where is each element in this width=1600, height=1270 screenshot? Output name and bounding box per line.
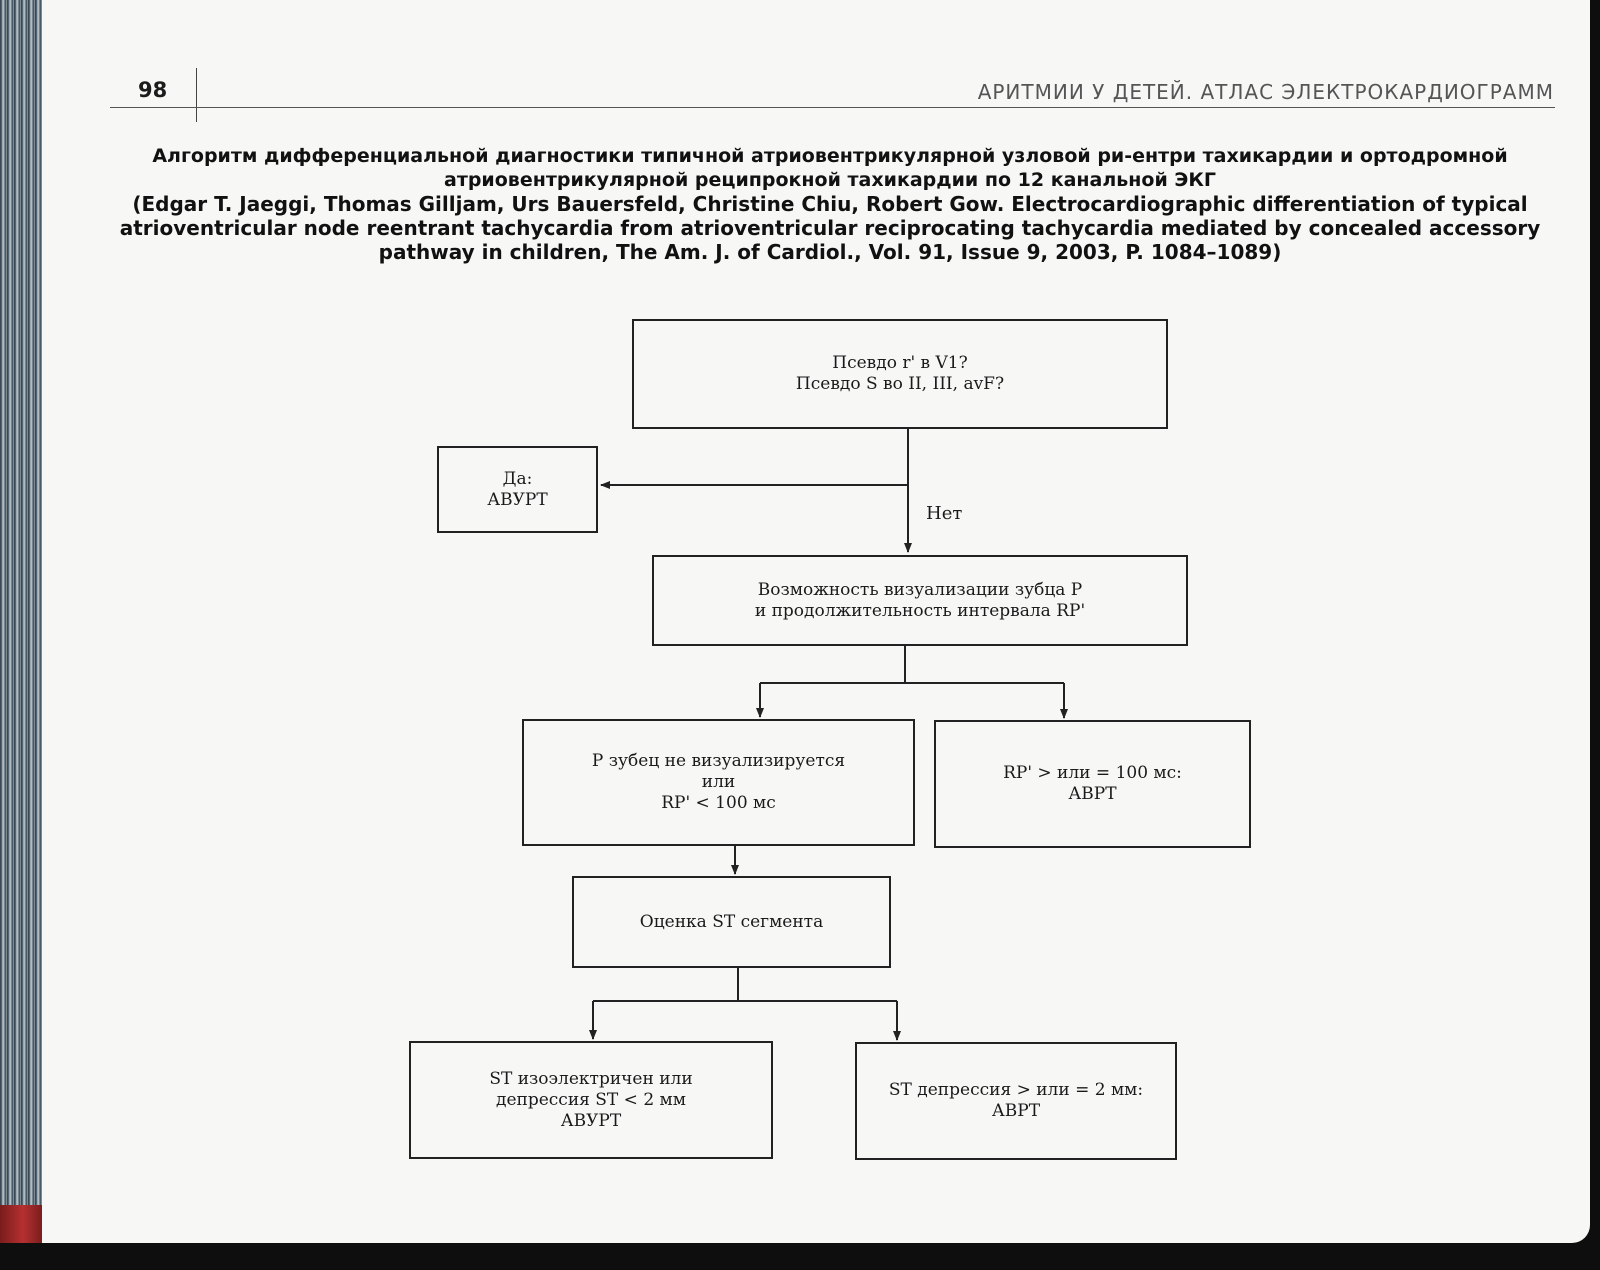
book-edge-red-marker: [0, 1205, 46, 1243]
flow-box-p-not-visible: P зубец не визуализируется или RP' < 100…: [522, 719, 915, 846]
start-question-line-1: Псевдо r' в V1?: [832, 353, 968, 373]
yes-result-line-1: Да:: [502, 468, 533, 489]
rp-long-line-2: АВРТ: [1068, 784, 1117, 804]
flow-box-st-evaluation: Оценка ST сегмента: [572, 876, 891, 968]
p-not-visible-line-2: или: [701, 772, 736, 792]
p-not-visible-line-3: RP' < 100 мс: [661, 793, 776, 813]
figure-caption: Алгоритм дифференциальной диагностики ти…: [100, 144, 1560, 264]
caption-title-line-2: атриовентрикулярной реципрокной тахикард…: [444, 169, 1216, 191]
running-title: АРИТМИИ У ДЕТЕЙ. АТЛАС ЭЛЕКТРОКАРДИОГРАМ…: [977, 80, 1554, 104]
st-iso-line-3: АВУРТ: [560, 1110, 622, 1131]
flow-box-st-isoelectric-avnrt: ST изоэлектричен или депрессия ST < 2 мм…: [409, 1041, 773, 1159]
flow-box-start-question: Псевдо r' в V1? Псевдо S во II, III, avF…: [632, 319, 1168, 429]
caption-source-line-3: pathway in children, The Am. J. of Cardi…: [378, 240, 1282, 264]
header-rule: [110, 107, 1555, 108]
flow-box-yes-avnrt: Да: АВУРТ: [437, 446, 598, 533]
p-wave-line-2: и продолжительность интервала RP': [754, 600, 1086, 621]
st-iso-line-2: депрессия ST < 2 мм: [495, 1089, 686, 1110]
flow-box-rp-long-avrt: RP' > или = 100 мс: АВРТ: [934, 720, 1251, 848]
st-eval-line-1: Оценка ST сегмента: [639, 911, 824, 932]
flow-box-st-depression-avrt: ST депрессия > или = 2 мм: АВРТ: [855, 1042, 1177, 1160]
st-dep-line-2: АВРТ: [991, 1101, 1041, 1121]
caption-source-line-2: atrioventricular node reentrant tachycar…: [119, 216, 1541, 240]
st-iso-line-1: ST изоэлектричен или: [489, 1068, 693, 1089]
st-dep-line-1: ST депрессия > или = 2 мм:: [888, 1080, 1144, 1100]
header-divider-tick: [196, 68, 197, 122]
caption-title-line-1: Алгоритм дифференциальной диагностики ти…: [152, 145, 1508, 167]
p-not-visible-line-1: P зубец не визуализируется: [591, 751, 846, 771]
rp-long-line-1: RP' > или = 100 мс:: [1003, 763, 1182, 783]
caption-source-line-1: (Edgar T. Jaeggi, Thomas Gilljam, Urs Ba…: [132, 192, 1528, 216]
page-number: 98: [138, 78, 168, 102]
book-page-edges: [0, 0, 46, 1243]
no-branch-label: Нет: [926, 503, 963, 524]
yes-result-line-2: АВУРТ: [487, 489, 548, 510]
p-wave-line-1: Возможность визуализации зубца P: [757, 579, 1083, 600]
start-question-line-2: Псевдо S во II, III, avF?: [795, 374, 1005, 394]
flow-box-p-wave: Возможность визуализации зубца P и продо…: [652, 555, 1188, 646]
